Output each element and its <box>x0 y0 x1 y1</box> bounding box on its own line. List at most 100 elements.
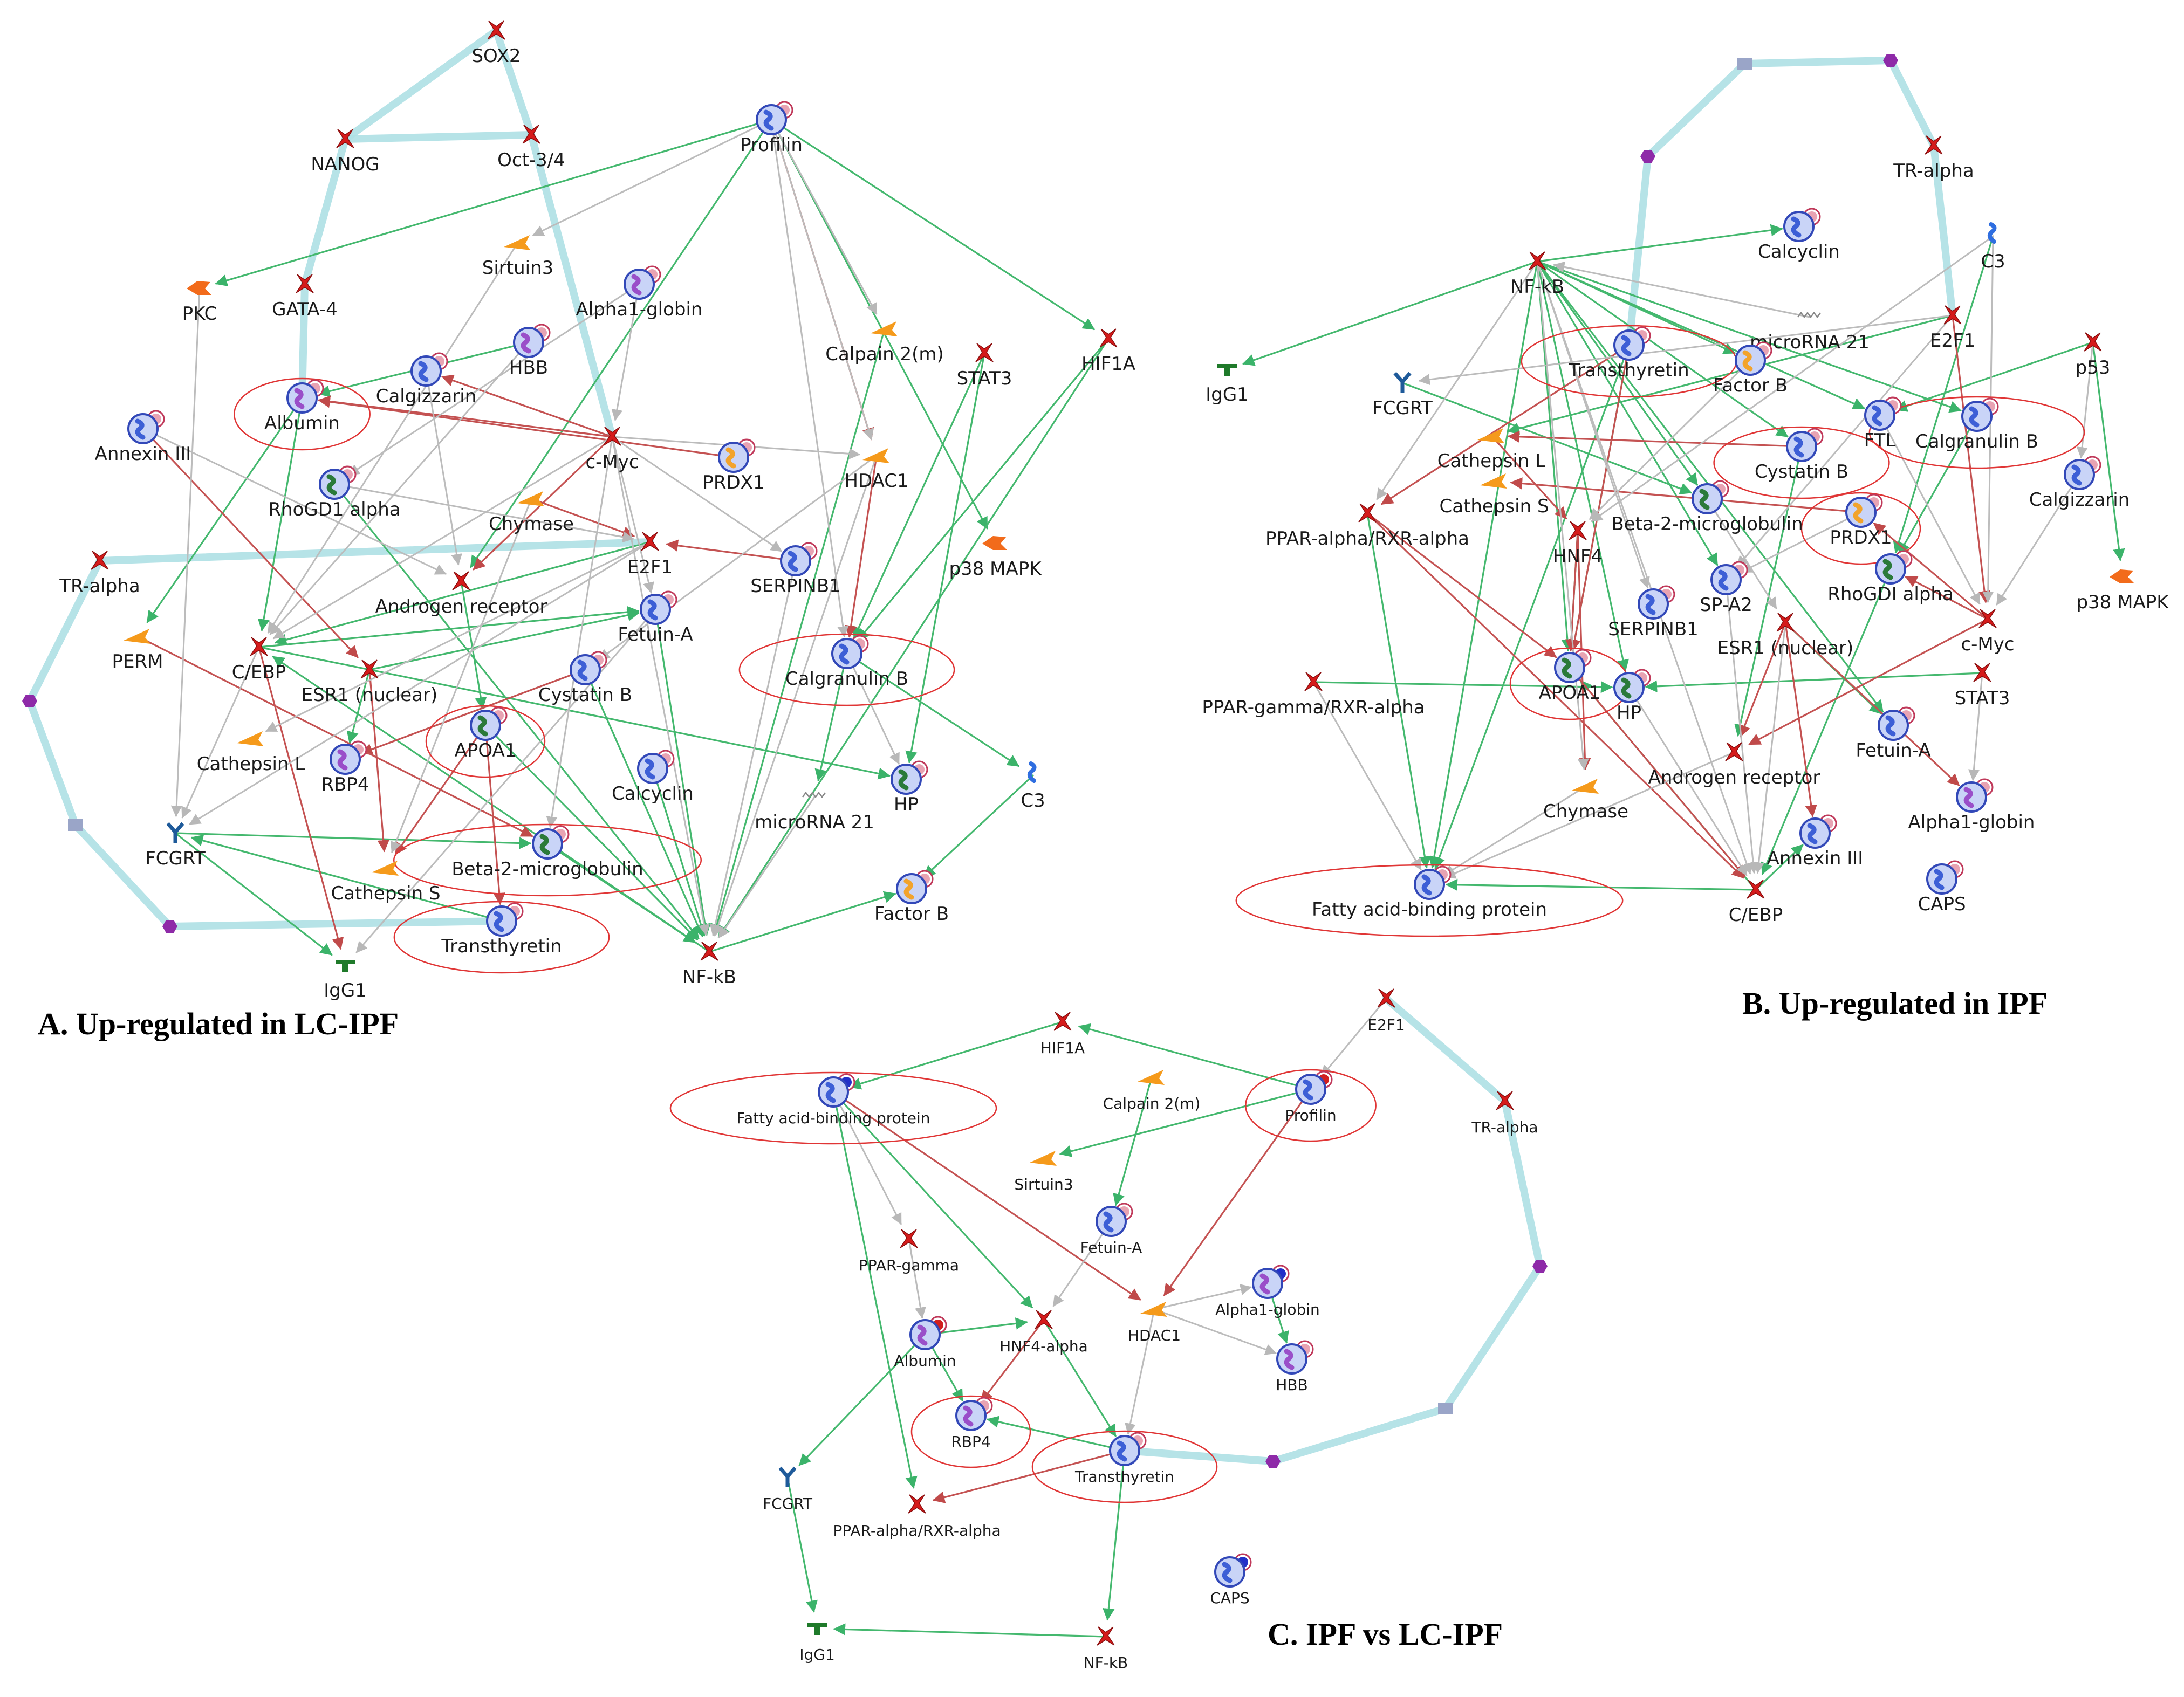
node-hp[interactable]: HP <box>1613 669 1651 724</box>
node-cathepsin-s[interactable]: Cathepsin S <box>1439 473 1549 517</box>
node-transthyretin[interactable]: Transthyretin <box>1074 1432 1174 1486</box>
node-igg1[interactable]: IgG1 <box>799 1623 835 1664</box>
node-esr1-nuclear[interactable]: ESR1 (nuclear) <box>302 659 438 706</box>
node-hex-47[interactable] <box>162 920 177 933</box>
node-cystatin-b[interactable]: Cystatin B <box>1755 428 1848 483</box>
node-serpinb1[interactable]: SERPINB1 <box>750 542 841 597</box>
node-transthyretin[interactable]: Transthyretin <box>441 902 562 957</box>
node-c-ebp[interactable]: C/EBP <box>1729 880 1783 926</box>
node-square-0[interactable] <box>1737 58 1752 70</box>
node-fatty-acid-binding-protein[interactable]: Fatty acid-binding protein <box>1312 865 1547 920</box>
node-microrna-21[interactable]: microRNA 21 <box>755 791 874 833</box>
node-caps[interactable]: CAPS <box>1210 1553 1252 1607</box>
node-hnf4-alpha[interactable]: HNF4-alpha <box>999 1310 1088 1355</box>
node-serpinb1[interactable]: SERPINB1 <box>1608 585 1699 640</box>
node-nf-kb[interactable]: NF-kB <box>1510 251 1564 298</box>
node-hex-2[interactable] <box>1883 54 1898 67</box>
node-esr1-nuclear[interactable]: ESR1 (nuclear) <box>1717 613 1854 659</box>
node-hex-45[interactable] <box>22 695 37 707</box>
node-androgen-receptor[interactable]: Androgen receptor <box>1648 742 1820 788</box>
node-nf-kb[interactable]: NF-kB <box>1084 1626 1128 1672</box>
node-ppar-alpha-rxr-alpha[interactable]: PPAR-alpha/RXR-alpha <box>1265 503 1469 549</box>
node-c-ebp[interactable]: C/EBP <box>232 637 286 683</box>
node-prdx1[interactable]: PRDX1 <box>1830 493 1892 548</box>
node-calcyclin[interactable]: Calcyclin <box>612 750 694 805</box>
node-fetuin-a[interactable]: Fetuin-A <box>1856 706 1931 761</box>
node-nf-kb[interactable]: NF-kB <box>682 942 736 988</box>
node-oct-3-4[interactable]: Oct-3/4 <box>497 125 565 171</box>
node-ftl[interactable]: FTL <box>1864 396 1902 451</box>
node-calcyclin[interactable]: Calcyclin <box>1758 208 1840 263</box>
node-calgizzarin[interactable]: Calgizzarin <box>376 352 477 407</box>
node-ppar-gamma-rxr-alpha[interactable]: PPAR-gamma/RXR-alpha <box>1202 672 1425 718</box>
node-square-46[interactable] <box>68 819 83 831</box>
node-igg1[interactable]: IgG1 <box>324 960 367 1001</box>
node-chymase[interactable]: Chymase <box>489 491 574 535</box>
node-gata-4[interactable]: GATA-4 <box>272 274 338 320</box>
node-albumin[interactable]: Albumin <box>894 1316 956 1370</box>
node-p38-mapk[interactable]: p38 MAPK <box>949 536 1042 580</box>
node-factor-b[interactable]: Factor B <box>1713 341 1788 396</box>
node-prdx1[interactable]: PRDX1 <box>702 438 765 493</box>
node-e2f1[interactable]: E2F1 <box>1930 305 1975 352</box>
node-perm[interactable]: PERM <box>112 629 163 672</box>
node-beta-2-microglobulin[interactable]: Beta-2-microglobulin <box>451 825 643 880</box>
node-fcgrt[interactable]: FCGRT <box>763 1466 813 1513</box>
node-calgranulin-b[interactable]: Calgranulin B <box>785 635 908 690</box>
node-hex-14[interactable] <box>1532 1260 1548 1273</box>
node-hdac1[interactable]: HDAC1 <box>844 448 909 492</box>
node-albumin[interactable]: Albumin <box>264 379 340 434</box>
node-alpha1-globin[interactable]: Alpha1-globin <box>1908 778 2035 833</box>
node-hbb[interactable]: HBB <box>509 324 551 379</box>
node-profilin[interactable]: Profilin <box>740 101 803 156</box>
node-apoa1[interactable]: APOA1 <box>455 706 517 761</box>
node-e2f1[interactable]: E2F1 <box>627 532 673 578</box>
node-c-myc[interactable]: c-Myc <box>1961 609 2015 655</box>
node-alpha1-globin[interactable]: Alpha1-globin <box>576 265 703 320</box>
node-c3[interactable]: C3 <box>1981 222 2005 272</box>
node-androgen-receptor[interactable]: Androgen receptor <box>375 571 547 617</box>
node-hex-18[interactable] <box>1265 1455 1281 1468</box>
node-rhogd1-alpha[interactable]: RhoGD1 alpha <box>268 465 401 520</box>
node-rbp4[interactable]: RBP4 <box>951 1397 993 1451</box>
node-tr-alpha[interactable]: TR-alpha <box>1471 1091 1538 1136</box>
node-p38-mapk[interactable]: p38 MAPK <box>2076 569 2169 613</box>
node-hif1a[interactable]: HIF1A <box>1081 328 1135 375</box>
node-rbp4[interactable]: RBP4 <box>321 740 369 795</box>
node-square-15[interactable] <box>1438 1403 1453 1414</box>
node-hdac1[interactable]: HDAC1 <box>1128 1302 1181 1344</box>
node-e2f1[interactable]: E2F1 <box>1367 988 1405 1034</box>
node-pkc[interactable]: PKC <box>182 281 217 325</box>
node-tr-alpha[interactable]: TR-alpha <box>59 551 140 597</box>
node-apoa1[interactable]: APOA1 <box>1539 649 1601 704</box>
node-tr-alpha[interactable]: TR-alpha <box>1893 135 1974 182</box>
node-calpain-2-m[interactable]: Calpain 2(m) <box>825 321 944 365</box>
node-sp-a2[interactable]: SP-A2 <box>1700 561 1752 616</box>
node-calgizzarin[interactable]: Calgizzarin <box>2029 456 2130 511</box>
node-transthyretin[interactable]: Transthyretin <box>1568 326 1689 381</box>
node-stat3[interactable]: STAT3 <box>957 343 1012 389</box>
node-sirtuin3[interactable]: Sirtuin3 <box>1014 1151 1073 1193</box>
node-caps[interactable]: CAPS <box>1918 860 1966 915</box>
node-calgranulin-b[interactable]: Calgranulin B <box>1915 397 2038 452</box>
node-hp[interactable]: HP <box>891 760 928 815</box>
node-hbb[interactable]: HBB <box>1276 1340 1314 1394</box>
node-fetuin-a[interactable]: Fetuin-A <box>618 590 693 645</box>
node-ppar-gamma[interactable]: PPAR-gamma <box>859 1229 959 1274</box>
node-fatty-acid-binding-protein[interactable]: Fatty acid-binding protein <box>736 1073 930 1127</box>
node-cathepsin-s[interactable]: Cathepsin S <box>331 861 441 904</box>
node-hif1a[interactable]: HIF1A <box>1040 1012 1085 1057</box>
node-stat3[interactable]: STAT3 <box>1955 663 2010 709</box>
node-ppar-alpha-rxr-alpha[interactable]: PPAR-alpha/RXR-alpha <box>833 1494 1001 1540</box>
node-fcgrt[interactable]: FCGRT <box>145 822 206 869</box>
node-hex-1[interactable] <box>1640 150 1655 163</box>
node-c-myc[interactable]: c-Myc <box>585 427 639 473</box>
node-fetuin-a[interactable]: Fetuin-A <box>1080 1203 1142 1256</box>
node-cystatin-b[interactable]: Cystatin B <box>538 651 632 706</box>
node-cathepsin-l[interactable]: Cathepsin L <box>197 731 305 775</box>
node-profilin[interactable]: Profilin <box>1285 1070 1337 1124</box>
node-c3[interactable]: C3 <box>1021 761 1045 812</box>
node-fcgrt[interactable]: FCGRT <box>1372 372 1433 419</box>
node-alpha1-globin[interactable]: Alpha1-globin <box>1215 1265 1320 1318</box>
node-cathepsin-l[interactable]: Cathepsin L <box>1437 428 1545 472</box>
